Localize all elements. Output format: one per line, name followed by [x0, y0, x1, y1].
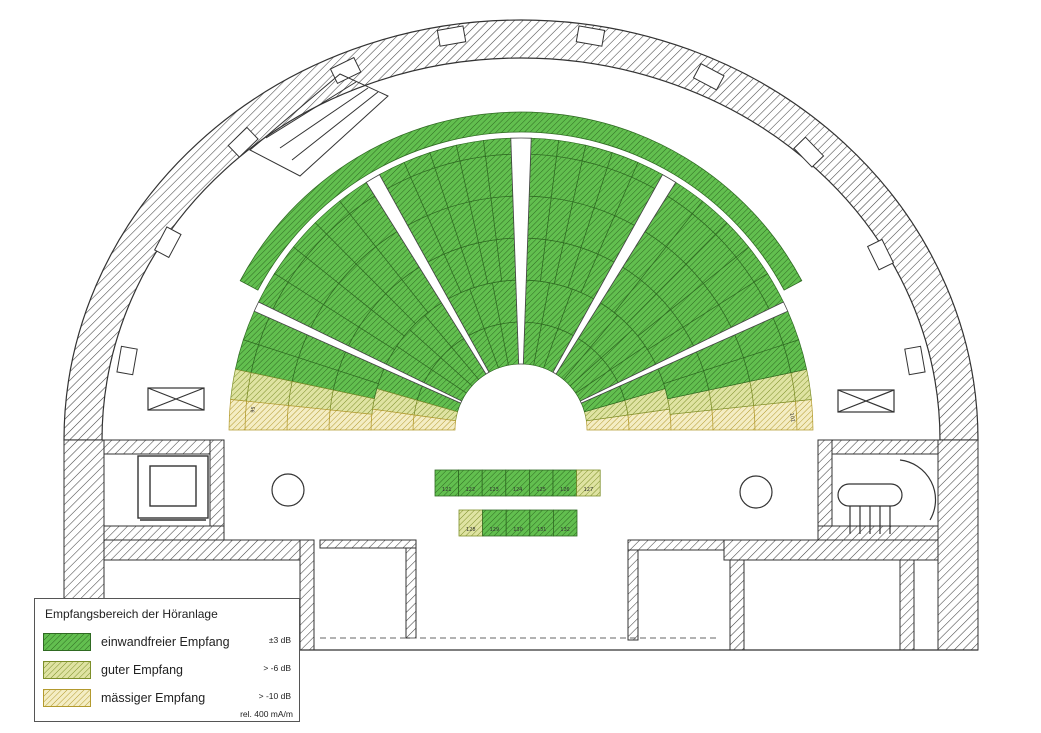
- lift-left: [137, 455, 209, 521]
- outer-wall: [63, 19, 979, 441]
- legend-label-excellent: einwandfreier Empfang: [101, 635, 230, 649]
- stage-seat-label: 123: [489, 487, 499, 493]
- stair-top-left: [249, 73, 389, 177]
- stair-right: [837, 459, 937, 534]
- balcony-seating: [239, 111, 803, 291]
- aisle: [552, 174, 677, 375]
- legend-item-good: guter Empfang > -6 dB: [43, 659, 295, 681]
- legend-value-good: > -6 dB: [263, 663, 291, 673]
- aisle: [510, 137, 532, 365]
- front-label-left: 95: [250, 406, 257, 413]
- stage-seat-label: 128: [466, 527, 476, 533]
- stage-seat-row-2: 128 129 130 131 132: [458, 509, 578, 537]
- aisle: [579, 301, 789, 404]
- window-niche: [436, 25, 467, 47]
- balcony-band: [239, 111, 803, 291]
- aisles: [253, 137, 789, 404]
- stage-seat: [553, 509, 578, 537]
- window-niche: [575, 25, 606, 47]
- legend-value-excellent: ±3 dB: [268, 635, 291, 645]
- window-niche: [793, 136, 825, 168]
- legend-swatch-excellent: [43, 633, 91, 651]
- legend-value-moderate: > -10 dB: [258, 691, 291, 701]
- seat-block: [530, 137, 560, 157]
- window-niche: [116, 345, 138, 376]
- stage-seat: [576, 469, 601, 497]
- seat-block: [482, 137, 512, 157]
- stage-seat-label: 131: [537, 527, 547, 533]
- seat-block: [244, 400, 289, 431]
- stage-seat-label: 132: [560, 527, 570, 533]
- legend-title: Empfangsbereich der Höranlage: [45, 607, 218, 621]
- pillar-left: [271, 473, 305, 507]
- seat-block: [286, 405, 331, 431]
- auditorium-seating: [228, 137, 814, 431]
- stage-seat-label: 122: [466, 487, 476, 493]
- legend-reference: rel. 400 mA/m: [240, 709, 293, 719]
- window-niche: [692, 62, 725, 91]
- stage-seat-label: 124: [513, 487, 523, 493]
- window-niche: [904, 345, 926, 376]
- window-niche: [153, 226, 182, 259]
- window-niches: [116, 25, 926, 376]
- stage-seat-label: 127: [584, 487, 594, 493]
- window-niche: [227, 126, 259, 158]
- legend-swatch-good: [43, 661, 91, 679]
- pillar-right: [739, 475, 773, 509]
- seat-block: [795, 399, 814, 431]
- stage-seat-label: 125: [536, 487, 546, 493]
- legend: Empfangsbereich der Höranlage einwandfre…: [34, 598, 300, 722]
- aisle: [365, 174, 490, 375]
- front-label-right: 101: [788, 412, 796, 422]
- legend-swatch-moderate: [43, 689, 91, 707]
- stage-seat-row-1: 121 122 123 124 125 126 127: [434, 469, 601, 497]
- legend-label-good: guter Empfang: [101, 663, 183, 677]
- stage-seat-label: 126: [560, 487, 570, 493]
- legend-label-moderate: mässiger Empfang: [101, 691, 206, 705]
- stage-seat-label: 129: [490, 527, 500, 533]
- side-boxes: [147, 387, 895, 413]
- seat-block: [228, 399, 247, 431]
- stage-seat-label: 121: [442, 487, 452, 493]
- window-niche: [866, 238, 895, 271]
- aisle: [253, 301, 463, 404]
- legend-item-moderate: mässiger Empfang > -10 dB: [43, 687, 295, 709]
- stage-seat-label: 130: [513, 527, 523, 533]
- legend-item-excellent: einwandfreier Empfang ±3 dB: [43, 631, 295, 653]
